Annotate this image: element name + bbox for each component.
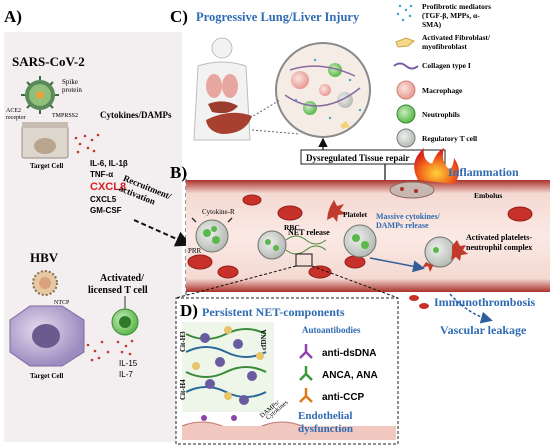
- cytokine-item-cxcl8: CXCL8: [90, 181, 126, 193]
- cytokine-item-5: GM-CSF: [90, 206, 122, 215]
- target-cell-2-label: Target Cell: [30, 372, 63, 380]
- neutrophil-prr-icon: [191, 217, 233, 253]
- legend-label-macrophage: Macrophage: [422, 86, 463, 95]
- tissue-repair-box: [300, 149, 446, 165]
- antibody-label-anca: ANCA, ANA: [322, 370, 378, 381]
- rbc-cells: [187, 194, 533, 279]
- panel-d-label: D): [180, 301, 198, 320]
- tmprss2-label: TMPRSS2: [52, 113, 78, 119]
- legend-label-profibrotic-1: Profibrotic mediators: [422, 2, 491, 11]
- target-cell-2-icon: [9, 305, 85, 367]
- tissue-repair-label: Dysregulated Tissue repair: [306, 153, 409, 163]
- cytokine-r-label: Cytokine-R: [202, 208, 235, 216]
- legend-profibrotic-icon: [396, 4, 413, 22]
- ace2-label-2: receptor: [6, 115, 26, 121]
- embolus-icon: [389, 181, 435, 199]
- cytokine-dots-2: [86, 340, 110, 362]
- panel-b-label: B): [170, 163, 187, 182]
- panel-b: B) RBC Platelet Cytokine-R PRR: [170, 148, 550, 337]
- platelet-label: Platelet: [343, 210, 368, 219]
- cytokine-dots-1: [74, 133, 100, 154]
- spike-label-2: protein: [62, 86, 82, 94]
- complex-label-2: neutrophil complex: [466, 243, 532, 252]
- net-release-label: NET release: [288, 228, 330, 237]
- sars-virus-icon: [21, 76, 59, 114]
- inflammation-fire-icon: [414, 148, 459, 184]
- legend-label-profibrotic-3: SMA): [422, 20, 442, 29]
- legend-neutrophil-icon: [396, 104, 416, 124]
- antibody-ccp-icon: [299, 388, 313, 403]
- legend-label-collagen: Collagen type I: [422, 61, 471, 70]
- cfdna-label: cfDNA: [260, 329, 268, 350]
- immunothrombosis-label: Immunothrombosis: [434, 295, 535, 309]
- recruitment-arrow: [133, 219, 192, 247]
- rbc-label: RBC: [284, 223, 300, 232]
- legend-treg-icon: [396, 128, 416, 148]
- liver-icon: [206, 112, 252, 134]
- vascular-leakage-arrow: [449, 293, 493, 324]
- target-cell-1-icon: [21, 122, 69, 159]
- cith3-label: Cit-H3: [179, 331, 187, 352]
- antibody-label-dsdna: anti-dsDNA: [322, 348, 376, 359]
- neutrophil-large-icon: [343, 224, 377, 258]
- endothelial-label-2: dysfunction: [298, 423, 353, 435]
- tcell-label-2: licensed T cell: [88, 285, 148, 296]
- panel-d: D) Persistent NET-components Cit-H3 Cit-…: [175, 265, 399, 445]
- panel-d-title: Persistent NET-components: [202, 305, 345, 319]
- legend-label-neutrophils: Neutrophils: [422, 110, 460, 119]
- endothelial-label-1: Endothelial: [298, 410, 352, 422]
- cytokine-item-4: CXCL5: [90, 195, 117, 204]
- massive-release-label-2: DAMPs release: [376, 221, 429, 230]
- cytokine-item-1: IL-6, IL-1β: [90, 159, 128, 168]
- net-neutrophil-icon: [257, 230, 327, 260]
- sars-title: SARS-CoV-2: [12, 54, 85, 69]
- hbv-virus-icon: [32, 270, 58, 296]
- hbv-title: HBV: [30, 250, 59, 265]
- antibody-dsdna-icon: [299, 344, 313, 359]
- activated-tcell-icon: [111, 308, 139, 336]
- inflammation-label: Inflammation: [448, 165, 519, 179]
- tissue-magnifier: [275, 42, 371, 138]
- endothelium-layer: [181, 415, 396, 440]
- panel-a: A) SARS-CoV-2 Spike protein ACE2 recepto…: [4, 7, 192, 442]
- spike-label-1: Spike: [62, 78, 78, 86]
- tcell-label-1: Activated/: [100, 273, 144, 284]
- vascular-leakage-label: Vascular leakage: [440, 323, 527, 337]
- prr-label: PRR: [188, 247, 202, 255]
- cytokine-dots-3: [116, 339, 134, 356]
- ntcp-label: NTCP: [54, 300, 70, 306]
- il-item-2: IL-7: [119, 370, 133, 379]
- panel-c: C) Progressive Lung/Liver Injury Dy: [170, 7, 446, 180]
- legend-fibroblast-icon: [395, 37, 415, 48]
- cytokine-item-2: TNF-α: [90, 170, 113, 179]
- autoantibodies-header: Autoantibodies: [302, 325, 361, 335]
- platelet-icon: [327, 200, 346, 222]
- legend-macrophage-icon: [396, 80, 416, 100]
- cytokines-header: Cytokines/DAMPs: [100, 110, 172, 120]
- complex-label-1: Activated platelets-: [466, 233, 532, 242]
- legend-label-fibroblast-2: myofibroblast: [422, 42, 467, 51]
- panel-c-title: Progressive Lung/Liver Injury: [196, 10, 360, 24]
- flow-arrow: [369, 257, 425, 273]
- net-zoom-box: [295, 253, 313, 267]
- embolus-label: Embolus: [474, 191, 502, 200]
- antibody-anca-icon: [299, 366, 313, 381]
- cith4-label: Cit-H4: [179, 379, 187, 400]
- target-cell-1-label: Target Cell: [30, 162, 63, 170]
- legend: Profibrotic mediators (TGF-β, MPPs, α- S…: [393, 2, 491, 148]
- antibody-label-ccp: anti-CCP: [322, 392, 365, 403]
- legend-label-treg: Regulatory T cell: [422, 134, 477, 143]
- net-structure-image: [182, 322, 274, 412]
- massive-release-label-1: Massive cytokines/: [376, 212, 441, 221]
- legend-label-fibroblast-1: Activated Fibroblast/: [422, 33, 491, 42]
- panel-c-label: C): [170, 7, 188, 26]
- legend-label-profibrotic-2: (TGF-β, MPPs, α-: [422, 11, 480, 20]
- ace2-label-1: ACE2: [6, 108, 21, 114]
- leakage-rbc-icons: [409, 295, 429, 309]
- legend-collagen-icon: [393, 62, 419, 70]
- panel-a-label: A): [4, 7, 22, 26]
- il-item-1: IL-15: [119, 359, 138, 368]
- platelet-neutrophil-complex-icon: [422, 236, 468, 272]
